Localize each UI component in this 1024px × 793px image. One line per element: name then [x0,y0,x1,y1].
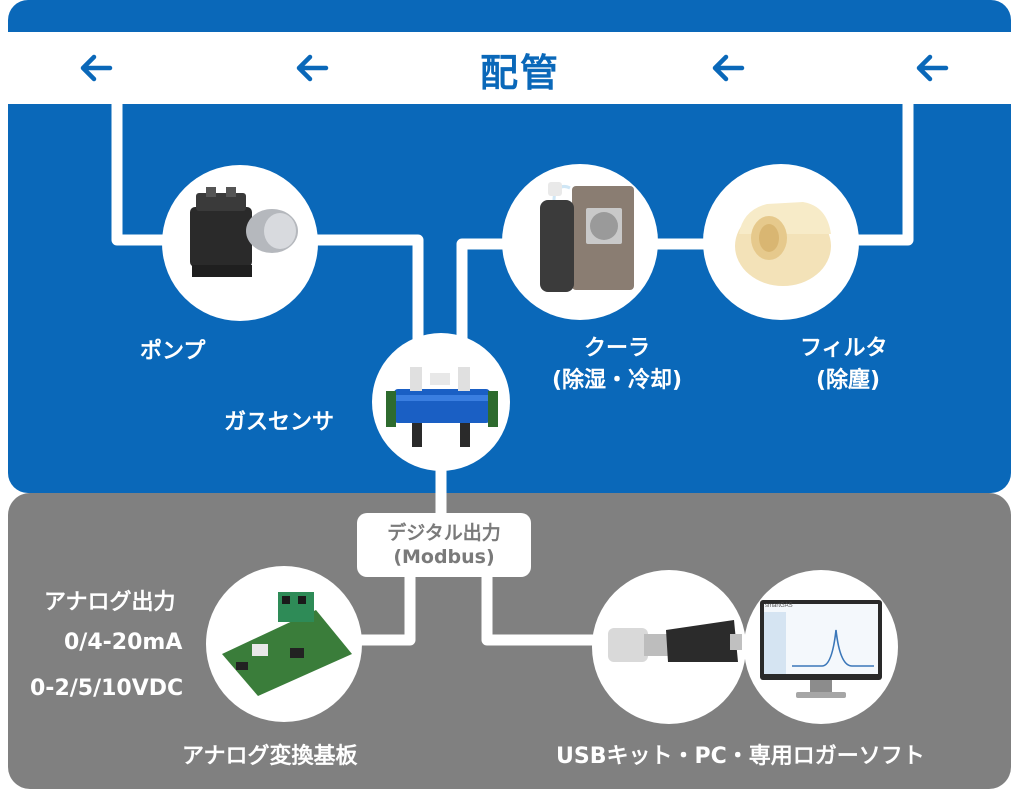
gas-sensor-image [372,333,510,471]
analog-signal-voltage: 0-2/5/10VDC [30,676,184,701]
cooler-icon [540,182,634,292]
usb-kit-image [592,570,746,724]
analog-signal-current: 0/4-20mA [64,630,183,655]
analog-board-image [206,566,362,722]
usb-adapter-icon [608,620,742,662]
arrow-left-icon [916,54,949,82]
digital-output-label: デジタル出力 [387,522,501,544]
digital-output-box: デジタル出力 (Modbus) [357,513,531,577]
pc-image: smartGAS [744,570,898,724]
cooler-image [502,164,658,320]
arrow-left-icon [712,54,745,82]
monitor-icon [760,600,882,698]
filter-sub-label: (除塵) [816,368,881,393]
arrow-left-icon [80,54,113,82]
analog-board-label: アナログ変換基板 [182,744,358,769]
cooler-label: クーラ [583,336,650,361]
gas-sensor-icon [386,367,498,447]
monitor-brand-label: smartGAS [765,603,793,609]
usb-kit-label: USBキット・PC・専用ロガーソフト [556,744,925,769]
pump-image [162,165,318,321]
arrow-left-icon [296,54,329,82]
filter-image [703,164,859,320]
modbus-label: (Modbus) [393,546,495,568]
piping-title: 配管 [479,51,560,95]
pump-label: ポンプ [140,339,206,364]
analog-output-title: アナログ出力 [44,590,176,615]
pump-icon [190,187,298,277]
filter-icon [735,202,831,286]
filter-label: フィルタ [800,336,888,361]
cooler-sub-label: (除湿・冷却) [551,368,683,393]
piping-band [8,32,1011,104]
gas-sensor-label: ガスセンサ [224,410,335,435]
circuit-board-icon [222,592,352,696]
